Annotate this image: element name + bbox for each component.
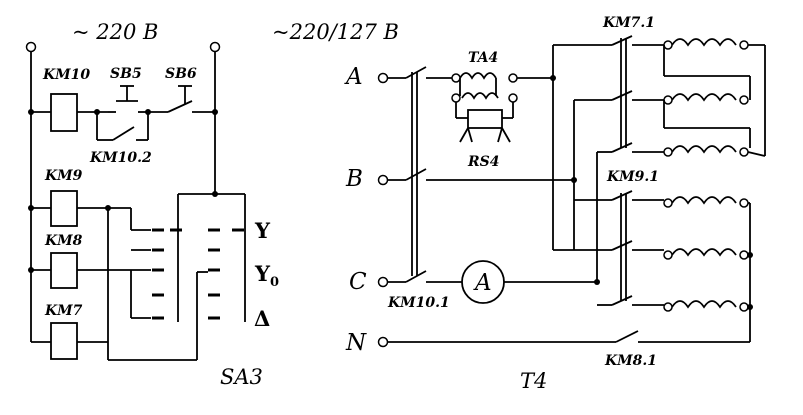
terminal-phase-c bbox=[377, 276, 389, 288]
contact-km10-1-label: KM10.1 bbox=[387, 295, 450, 311]
pushbutton-sb6 bbox=[148, 85, 215, 113]
button-sb6-label: SB6 bbox=[165, 66, 197, 82]
relay-km10-coil bbox=[50, 93, 78, 132]
contact-km10-2 bbox=[96, 112, 149, 141]
right-voltage-label: ~220/127 B bbox=[272, 20, 399, 44]
secondary-windings bbox=[663, 196, 753, 312]
relay-km9-coil bbox=[50, 190, 78, 227]
terminal-phase-b bbox=[377, 174, 389, 186]
contact-km7-1 bbox=[574, 35, 664, 153]
contact-km8-1-label: KM8.1 bbox=[604, 353, 657, 369]
relay-km9-label: KM9 bbox=[44, 168, 83, 184]
button-sb5-label: SB5 bbox=[110, 66, 142, 82]
primary-windings bbox=[663, 38, 766, 157]
transformer-t4-label: T4 bbox=[520, 369, 547, 393]
contact-km10-1 bbox=[388, 66, 574, 283]
supply-terminal-right bbox=[209, 41, 221, 53]
switch-sa3-label: SA3 bbox=[220, 365, 263, 389]
control-circuit: KM10 SB5 SB6 KM10.2 KM9 KM8 KM7 bbox=[25, 41, 221, 361]
relay-km8-label: KM8 bbox=[44, 233, 83, 249]
phase-a-label: A bbox=[344, 64, 363, 90]
shunt-rs4 bbox=[456, 109, 513, 143]
phase-c-label: C bbox=[349, 269, 367, 295]
phase-b-label: B bbox=[345, 166, 363, 192]
contact-km9-1-label: KM9.1 bbox=[606, 169, 659, 185]
power-circuit: A B C N KM10.1 bbox=[344, 15, 766, 393]
current-transformer-ta4-label: TA4 bbox=[468, 50, 498, 66]
pushbutton-sb5 bbox=[108, 85, 148, 113]
current-transformer-ta4 bbox=[451, 72, 553, 118]
left-voltage-label: ~ 220 B bbox=[72, 20, 158, 44]
contact-km10-2-label: KM10.2 bbox=[89, 150, 152, 166]
phase-n-label: N bbox=[345, 330, 367, 356]
switch-position-star-neutral: Y0 bbox=[254, 261, 279, 290]
switch-position-delta: Δ bbox=[254, 306, 270, 331]
relay-km7-label: KM7 bbox=[44, 303, 83, 319]
selector-switch-sa3: Y Y0 Δ SA3 bbox=[130, 191, 279, 389]
relay-km10-label: KM10 bbox=[42, 67, 90, 83]
relay-km7-coil bbox=[50, 322, 78, 360]
shunt-rs4-label: RS4 bbox=[467, 154, 500, 170]
terminal-phase-n bbox=[377, 336, 389, 348]
ammeter-label: A bbox=[473, 270, 492, 296]
contact-km7-1-label: KM7.1 bbox=[602, 15, 655, 31]
supply-terminal-left bbox=[25, 41, 37, 53]
contact-km9-1 bbox=[553, 190, 664, 306]
switch-position-star: Y bbox=[254, 218, 271, 243]
terminal-phase-a bbox=[377, 72, 389, 84]
relay-km8-coil bbox=[50, 252, 78, 289]
